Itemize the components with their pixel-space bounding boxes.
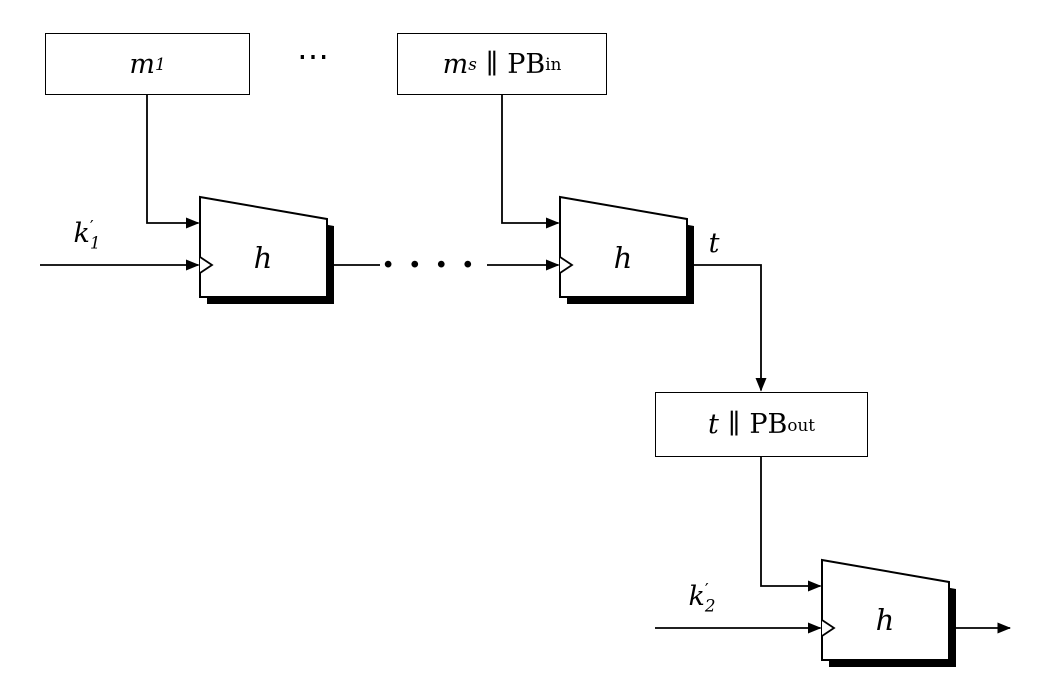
padding-label: PB — [507, 48, 546, 80]
padding-label-out: PB — [749, 409, 788, 440]
concat-symbol: ∥ — [485, 48, 499, 80]
message-block-s-sub: s — [468, 54, 477, 74]
wire-m1-to-h1 — [146, 95, 200, 229]
concat-symbol-2: ∥ — [727, 409, 741, 440]
key-2-label: k′2 — [670, 579, 734, 616]
key-1-var: k — [73, 218, 90, 249]
wire-ms-to-h2 — [501, 95, 560, 229]
key-1-sub: 1 — [89, 232, 101, 253]
message-block-s-var: m — [442, 48, 469, 80]
h1-chain-input-chevron-icon — [199, 256, 214, 274]
hash-3-label: h — [875, 603, 895, 637]
wire-tag-block-to-h3 — [760, 457, 822, 592]
key-1-prime: ′ — [89, 216, 94, 237]
chain-ellipsis: ···· — [381, 244, 489, 286]
message-block-1-var: m — [129, 48, 155, 80]
key-2-sub: 2 — [704, 595, 716, 616]
hash-2-label: h — [613, 241, 633, 275]
h2-chain-input-chevron-icon — [559, 256, 574, 274]
message-block-1-sub: 1 — [154, 54, 166, 74]
key-1-label: k′1 — [55, 216, 119, 253]
top-ellipsis: ⋯ — [297, 37, 329, 75]
key-2-var: k — [688, 581, 705, 612]
tag-block-var: t — [708, 409, 719, 440]
hash-1-label: h — [253, 241, 273, 275]
key-2-prime: ′ — [704, 579, 709, 600]
tag-wire-label: t — [708, 228, 720, 259]
wire-h2-to-tag-block — [687, 264, 767, 392]
padding-sub-out: out — [787, 414, 815, 435]
h3-chain-input-chevron-icon — [821, 619, 836, 637]
padding-sub: in — [545, 54, 562, 74]
